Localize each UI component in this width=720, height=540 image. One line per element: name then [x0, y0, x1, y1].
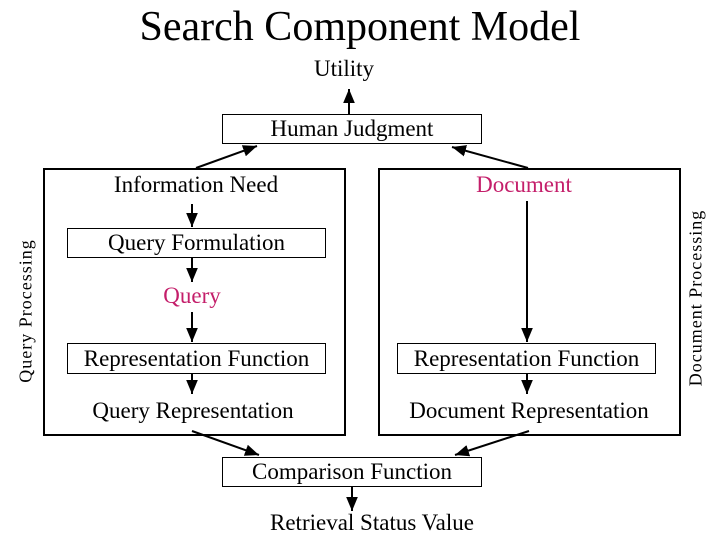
query-processing-side-label: Query Processing — [15, 239, 36, 383]
query-formulation-label: Query Formulation — [108, 230, 285, 255]
representation-function-label-right: Representation Function — [413, 345, 640, 371]
document-representation-label: Document Representation — [409, 398, 649, 423]
arrow-information-need-to-human-judgment — [195, 145, 258, 169]
representation-function-box-left: Representation Function — [67, 343, 326, 374]
document-processing-panel — [378, 168, 681, 436]
query-formulation-box: Query Formulation — [67, 228, 326, 258]
human-judgment-label: Human Judgment — [270, 116, 434, 141]
representation-function-label-left: Representation Function — [83, 345, 310, 371]
utility-label: Utility — [313, 56, 375, 81]
query-representation-label: Query Representation — [92, 398, 294, 423]
document-processing-side-label: Document Processing — [685, 209, 706, 387]
information-need-label: Information Need — [113, 172, 279, 197]
query-processing-panel — [43, 168, 346, 436]
arrow-document-to-human-judgment — [451, 145, 529, 169]
comparison-function-label: Comparison Function — [252, 459, 452, 484]
retrieval-status-value-label: Retrieval Status Value — [270, 510, 474, 535]
query-label: Query — [163, 283, 221, 308]
page-title: Search Component Model — [139, 4, 581, 50]
comparison-function-box: Comparison Function — [222, 457, 482, 487]
document-label: Document — [476, 172, 572, 197]
representation-function-box-right: Representation Function — [397, 343, 656, 374]
human-judgment-box: Human Judgment — [222, 114, 482, 144]
